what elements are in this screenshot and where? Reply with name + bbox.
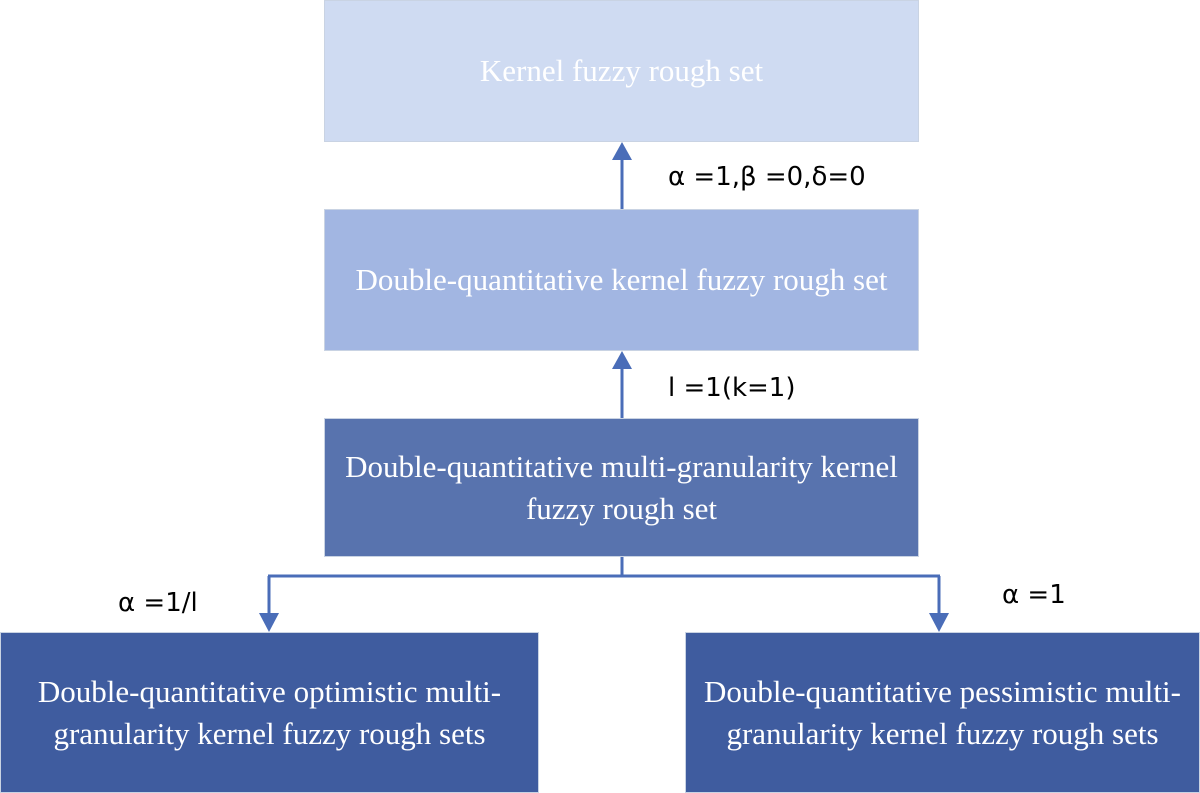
node-label: Double-quantitative multi-granularity ke… bbox=[345, 448, 898, 526]
node-label: Double-quantitative kernel fuzzy rough s… bbox=[355, 262, 888, 298]
edge-condition-label: α =1/l bbox=[118, 588, 198, 618]
arrowhead-box1 bbox=[612, 142, 632, 160]
node-dq-multi-granularity-kfrs: Double-quantitative multi-granularity ke… bbox=[324, 418, 919, 557]
node-dq-optimistic-mg-kfrs: Double-quantitative optimistic multi-gra… bbox=[0, 632, 539, 793]
node-label: Kernel fuzzy rough set bbox=[479, 53, 764, 89]
edge-condition-label: α =1 bbox=[1002, 580, 1066, 610]
node-kernel-fuzzy-rough-set: Kernel fuzzy rough set bbox=[324, 0, 919, 142]
edge-condition-label: l =1(k=1) bbox=[668, 373, 796, 403]
node-label: Double-quantitative pessimistic multi-gr… bbox=[704, 673, 1181, 751]
edge-condition-label: α =1,β =0,δ=0 bbox=[668, 162, 866, 192]
node-dq-pessimistic-mg-kfrs: Double-quantitative pessimistic multi-gr… bbox=[685, 632, 1200, 793]
arrowhead-box2 bbox=[612, 351, 632, 369]
node-double-quantitative-kfrs: Double-quantitative kernel fuzzy rough s… bbox=[324, 209, 919, 351]
node-label: Double-quantitative optimistic multi-gra… bbox=[37, 673, 502, 751]
arrowhead-box4 bbox=[259, 613, 279, 632]
arrowhead-box5 bbox=[929, 613, 949, 632]
